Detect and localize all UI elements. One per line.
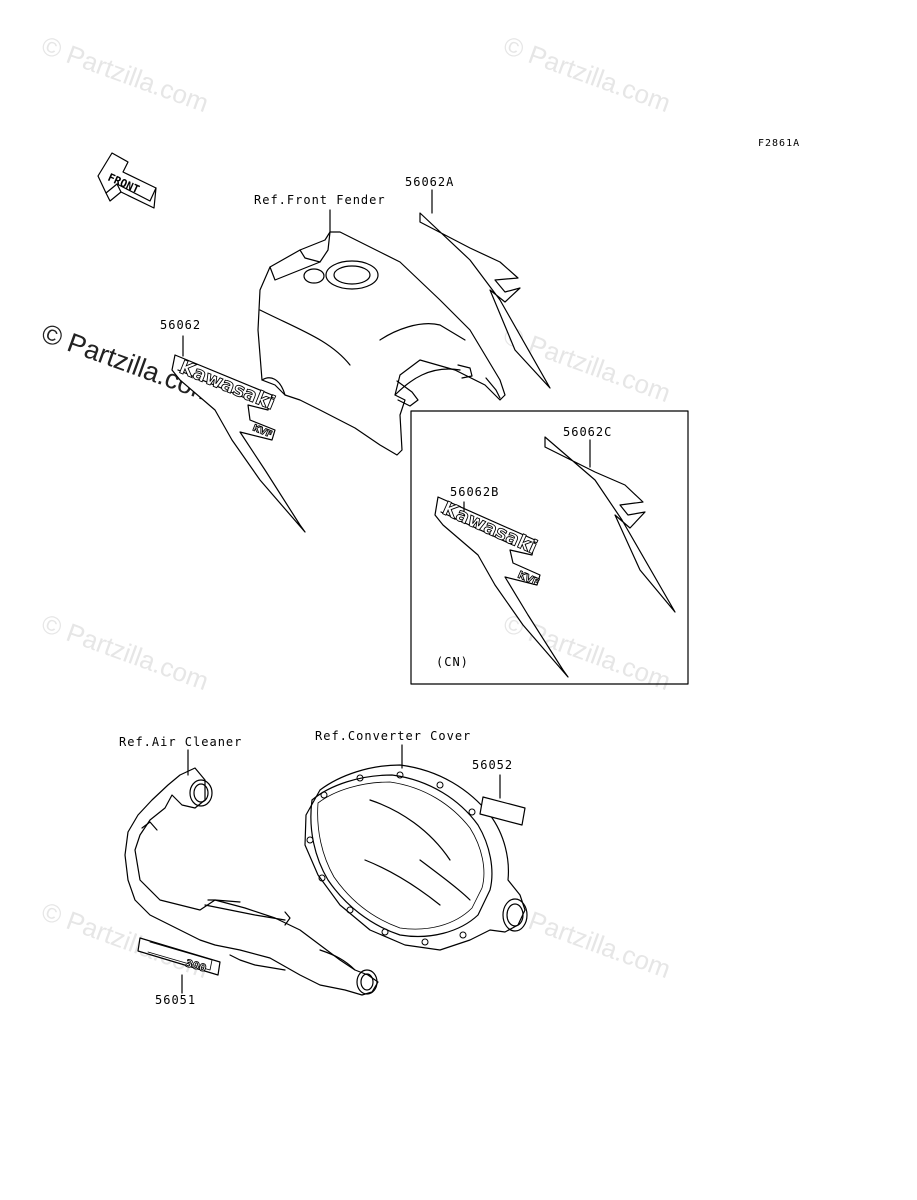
- label-part-56062a: 56062A: [405, 175, 455, 189]
- label-part-56051: 56051: [155, 993, 197, 1007]
- label-part-56052: 56052: [472, 758, 514, 772]
- label-cn-variant: (CN): [436, 655, 469, 669]
- front-arrow-icon: [97, 152, 157, 209]
- cover-bolts: [306, 771, 476, 946]
- decal-56051: [137, 937, 221, 976]
- air-cleaner-duct: [124, 767, 379, 996]
- cn-variant-box: [410, 410, 689, 685]
- front-fender-outline: [257, 231, 506, 456]
- converter-cover: [304, 764, 528, 951]
- label-part-56062: 56062: [160, 318, 202, 332]
- decal-56062: [171, 354, 306, 533]
- label-ref-front-fender: Ref.Front Fender: [254, 193, 386, 207]
- label-ref-converter-cover: Ref.Converter Cover: [315, 729, 472, 743]
- decal-56062a: [419, 212, 551, 389]
- decal-56062c: [544, 436, 676, 613]
- diagram-code: F2861A: [758, 138, 801, 149]
- decal-56062b: [434, 496, 569, 678]
- decal-model-text: KVF: [516, 570, 541, 589]
- label-56052: [479, 796, 526, 826]
- label-part-56062c: 56062C: [563, 425, 613, 439]
- label-ref-air-cleaner: Ref.Air Cleaner: [119, 735, 243, 749]
- label-part-56062b: 56062B: [450, 485, 500, 499]
